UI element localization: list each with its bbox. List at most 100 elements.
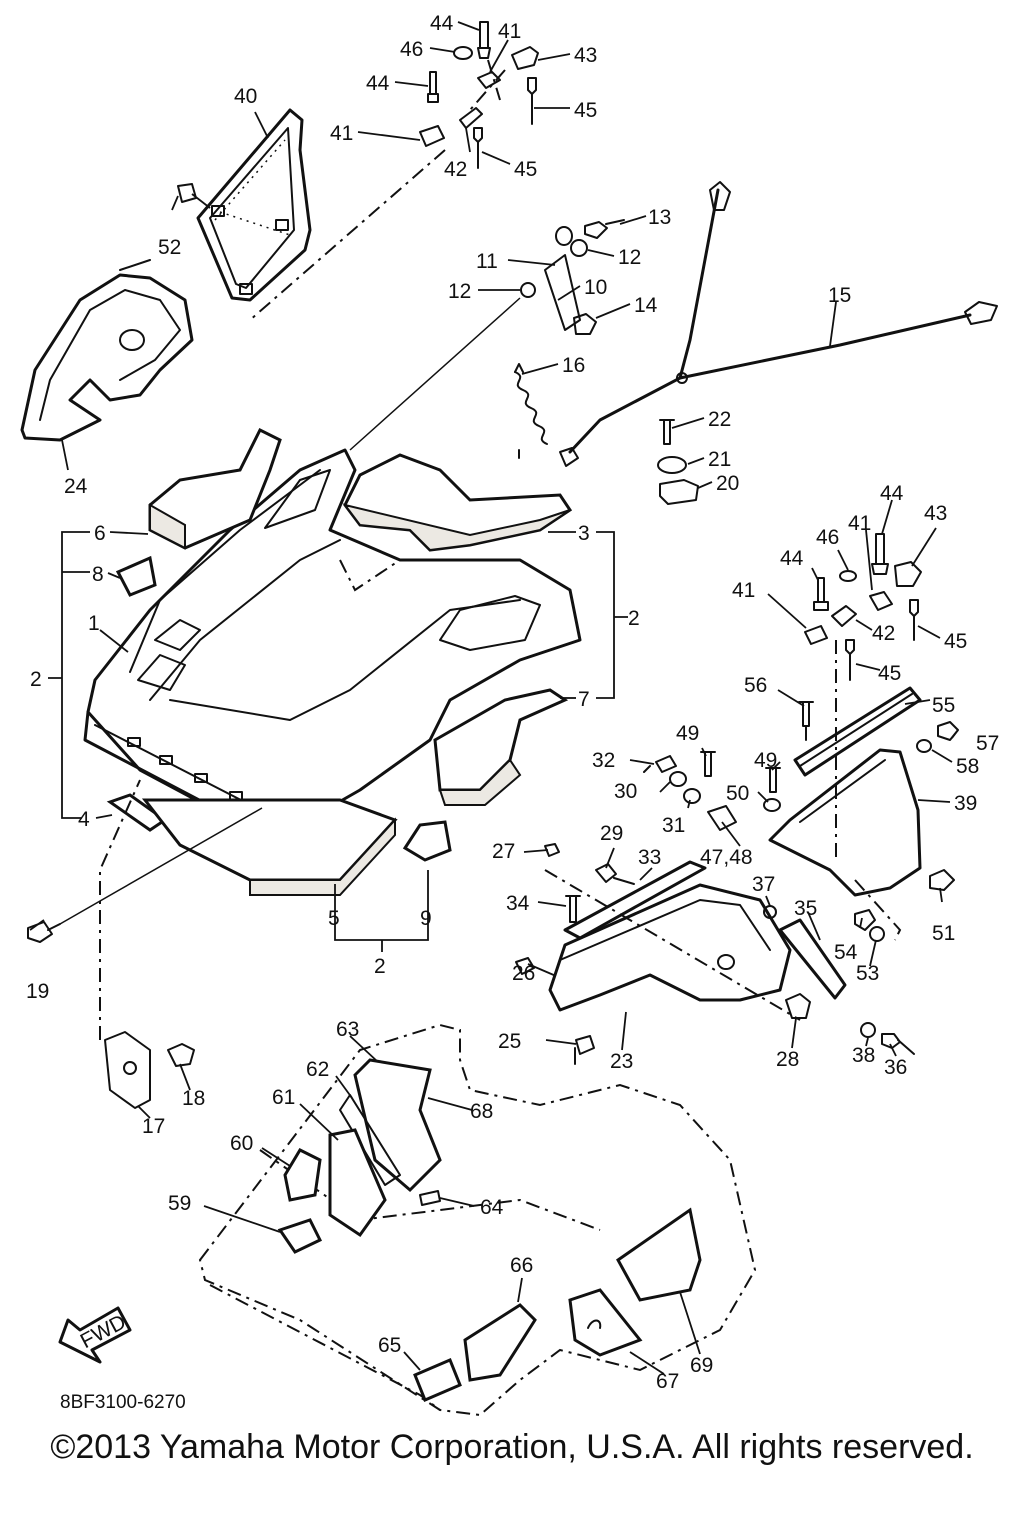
callout-18: 18 [182,1087,205,1110]
callout-51: 51 [932,922,955,945]
callout-49: 49 [754,749,777,772]
callout-28: 28 [776,1048,799,1071]
callout-21: 21 [708,448,731,471]
callout-67: 67 [656,1370,679,1393]
callout-32: 32 [592,749,615,772]
callout-69: 69 [690,1354,713,1377]
part-24-liner [20,259,194,442]
callout-45: 45 [574,99,597,122]
callout-39: 39 [954,792,977,815]
callout-16: 16 [562,354,585,377]
callout-66: 66 [510,1254,533,1277]
callout-65: 65 [378,1334,401,1357]
callout-2: 2 [374,955,386,978]
callout-15: 15 [828,284,851,307]
callout-6: 6 [94,522,106,545]
callout-55: 55 [932,694,955,717]
callout-40: 40 [234,85,257,108]
callout-45: 45 [878,662,901,685]
callout-49: 49 [676,722,699,745]
callout-22: 22 [708,408,731,431]
callout-29: 29 [600,822,623,845]
callout-53: 53 [856,962,879,985]
callout-47-48: 47,48 [700,846,753,869]
callout-12: 12 [618,246,641,269]
callout-19: 19 [26,980,49,1003]
callout-56: 56 [744,674,767,697]
callout-52: 52 [158,236,181,259]
callout-57: 57 [976,732,999,755]
fwd-arrow-icon: FWD [58,1306,132,1364]
callout-9: 9 [420,907,432,930]
callout-25: 25 [498,1030,521,1053]
callout-26: 26 [512,962,535,985]
callout-59: 59 [168,1192,191,1215]
callout-38: 38 [852,1044,875,1067]
top-fastener-group [249,21,539,321]
lower-cowling [198,1023,757,1417]
callout-20: 20 [716,472,739,495]
callout-45: 45 [944,630,967,653]
callout-46: 46 [816,526,839,549]
side-panel-39 [768,640,959,942]
callout-17: 17 [142,1115,165,1138]
callout-27: 27 [492,840,515,863]
parts-20-22 [657,419,699,505]
callout-36: 36 [884,1056,907,1079]
part-40-frame [177,108,312,302]
callout-2: 2 [628,607,640,630]
callout-30: 30 [614,780,637,803]
callout-63: 63 [336,1018,359,1041]
callout-41: 41 [732,579,755,602]
callout-8: 8 [92,563,104,586]
callout-44: 44 [366,72,390,95]
callout-44: 44 [780,547,804,570]
callout-35: 35 [794,897,817,920]
callout-4: 4 [78,808,90,831]
right-fastener-group [804,533,922,681]
callout-50: 50 [726,782,749,805]
callout-23: 23 [610,1050,633,1073]
callout-3: 3 [578,522,590,545]
callout-7: 7 [578,688,590,711]
callout-5: 5 [328,907,340,930]
callout-labels: 44 46 41 43 44 45 41 42 45 40 52 24 13 1… [26,12,999,1393]
callout-12: 12 [448,280,471,303]
callout-64: 64 [480,1196,504,1219]
callout-31: 31 [662,814,685,837]
callout-14: 14 [634,294,658,317]
callout-62: 62 [306,1058,329,1081]
callout-11: 11 [476,250,498,273]
callout-68: 68 [470,1100,493,1123]
callout-43: 43 [574,44,597,67]
assembly-brackets [48,531,628,952]
callout-37: 37 [752,873,775,896]
callout-58: 58 [956,755,979,778]
callout-42: 42 [444,158,467,181]
foam-pads [106,427,573,896]
callout-44: 44 [880,482,904,505]
callout-41: 41 [330,122,353,145]
callout-60: 60 [230,1132,253,1155]
drawing-code: 8BF3100-6270 [60,1392,186,1413]
leader-lines [29,21,959,1375]
callout-54: 54 [834,941,858,964]
callout-24: 24 [64,475,88,498]
callout-61: 61 [272,1086,295,1109]
callout-46: 46 [400,38,423,61]
callout-41: 41 [498,20,521,43]
callout-34: 34 [506,892,530,915]
callout-33: 33 [638,846,661,869]
callout-43: 43 [924,502,947,525]
callout-2: 2 [30,668,42,691]
linkage-and-cables [349,181,998,467]
copyright-notice: ©2013 Yamaha Motor Corporation, U.S.A. A… [50,1428,974,1466]
callout-41: 41 [848,512,871,535]
bracket-assembly [515,751,915,1065]
callout-45: 45 [514,158,537,181]
callout-1: 1 [88,612,100,635]
parts-17-19 [27,779,263,1109]
callout-42: 42 [872,622,895,645]
